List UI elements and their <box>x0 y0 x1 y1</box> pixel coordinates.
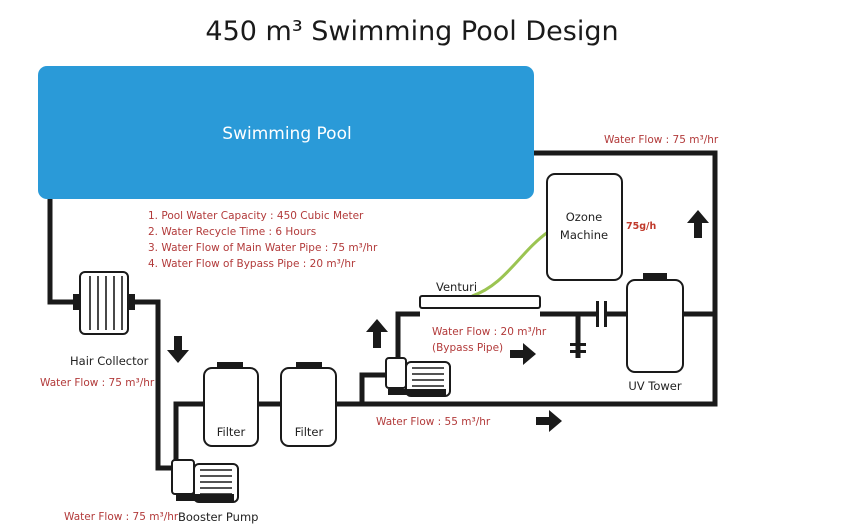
pool-label: Swimming Pool <box>222 124 351 144</box>
bypass-pump <box>385 357 451 397</box>
filter-2-cap <box>296 362 322 368</box>
flow-top-return: Water Flow : 75 m³/hr <box>604 134 719 146</box>
filter-2 <box>280 362 337 447</box>
collector-to-pump-pipe <box>128 299 176 471</box>
collector-flange-left <box>73 294 79 310</box>
filter-2-label: Filter <box>295 425 324 439</box>
arrow-up-bypass-icon <box>366 319 388 348</box>
valve-flange-bottom-2 <box>570 350 586 353</box>
booster-pump-motor <box>193 463 239 503</box>
flow-bypass-2: (Bypass Pipe) <box>432 342 503 354</box>
ozone-machine-label-2: Machine <box>560 228 608 242</box>
venturi-label: Venturi <box>436 280 477 294</box>
ozone-feed-line <box>471 230 549 298</box>
venturi <box>419 295 541 309</box>
uv-tower-body <box>626 279 684 373</box>
bypass-up-pipe <box>395 311 420 362</box>
bypass-pump-base <box>388 389 446 395</box>
hair-collector-label: Hair Collector <box>70 354 149 368</box>
uv-tower-cap <box>643 273 667 280</box>
note-2: 2. Water Recycle Time : 6 Hours <box>148 226 316 238</box>
main-return-pipe <box>336 150 718 407</box>
flow-arrows <box>167 210 709 432</box>
hair-collector-body <box>79 271 129 335</box>
arrow-right-main-icon <box>536 410 562 432</box>
pool-outlet-pipe <box>47 198 80 305</box>
flow-main-line: Water Flow : 55 m³/hr <box>376 416 491 428</box>
filter-1-cap <box>217 362 243 368</box>
bypass-pump-motor <box>405 361 451 397</box>
note-3: 3. Water Flow of Main Water Pipe : 75 m³… <box>148 242 378 254</box>
valve-flange-bottom <box>570 343 586 346</box>
filter-2-body <box>280 367 337 447</box>
flow-after-collector: Water Flow : 75 m³/hr <box>40 377 155 389</box>
pump-to-filter-pipe <box>173 401 204 468</box>
booster-pump <box>171 459 239 503</box>
uv-tower <box>626 273 684 373</box>
flow-pump-inlet: Water Flow : 75 m³/hr <box>64 511 179 523</box>
filter-1-label: Filter <box>217 425 246 439</box>
booster-pump-head <box>171 459 195 495</box>
valve-flange-right <box>604 301 607 327</box>
hair-collector <box>73 271 135 335</box>
valve-flange-left <box>596 301 599 327</box>
arrow-up-return-icon <box>687 210 709 238</box>
design-notes: 1. Pool Water Capacity : 450 Cubic Meter… <box>148 210 378 270</box>
filter-1-body <box>203 367 259 447</box>
booster-pump-label: Booster Pump <box>178 510 258 524</box>
uv-tower-label: UV Tower <box>628 379 682 393</box>
swimming-pool <box>38 66 534 199</box>
bypass-riser-pipe <box>359 372 386 404</box>
bypass-pump-head <box>385 357 407 389</box>
ozone-rate: 75g/h <box>626 221 656 232</box>
note-1: 1. Pool Water Capacity : 450 Cubic Meter <box>148 210 364 222</box>
pipe-network <box>47 150 718 471</box>
note-4: 4. Water Flow of Bypass Pipe : 20 m³/hr <box>148 258 356 270</box>
arrow-down-icon <box>167 336 189 363</box>
filter-1 <box>203 362 259 447</box>
booster-pump-base <box>176 494 234 501</box>
arrow-right-bypass-icon <box>510 343 536 365</box>
ozone-machine-label-1: Ozone <box>566 210 603 224</box>
collector-flange-right <box>129 294 135 310</box>
diagram-title: 450 m³ Swimming Pool Design <box>205 16 618 47</box>
flow-bypass-1: Water Flow : 20 m³/hr <box>432 326 547 338</box>
ozone-machine <box>546 173 623 281</box>
